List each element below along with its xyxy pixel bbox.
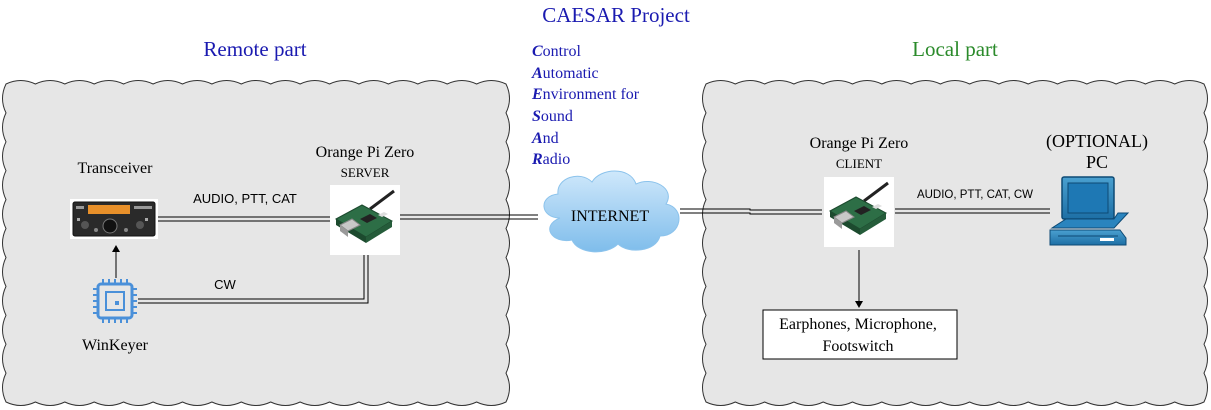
acronym-line: Radio: [531, 151, 570, 168]
server-role-label: SERVER: [341, 165, 390, 180]
local-audio-link-label: AUDIO, PTT, CAT, CW: [917, 189, 1033, 201]
transceiver-icon: [70, 199, 158, 239]
winkeyer-chip-icon: [93, 279, 137, 323]
acronym-block: Control Automatic Environment for Sound …: [531, 43, 640, 168]
link-winkeyer-server: [138, 254, 365, 300]
peripherals-box: [762, 309, 958, 360]
peripherals-line-1: Earphones, Microphone,: [779, 316, 937, 333]
transceiver-label: Transceiver: [78, 160, 154, 177]
client-board-icon: [824, 177, 894, 247]
link-winkeyer-server: [138, 254, 369, 304]
local-part-title: Local part: [912, 37, 998, 61]
pc-icon: [1049, 176, 1130, 246]
server-device-label: Orange Pi Zero: [316, 144, 415, 161]
pc-label: PC: [1086, 152, 1108, 172]
remote-audio-link-label: AUDIO, PTT, CAT: [193, 191, 297, 206]
acronym-line: Sound: [532, 108, 573, 125]
pc-optional-label: (OPTIONAL): [1046, 131, 1148, 152]
acronym-line: Control: [532, 43, 581, 60]
acronym-line: Automatic: [531, 65, 599, 82]
winkeyer-label: WinKeyer: [82, 337, 149, 354]
remote-part-title: Remote part: [203, 37, 306, 61]
link-internet-client: [680, 208, 822, 211]
link-internet-client: [680, 212, 822, 215]
connections: [138, 208, 1050, 304]
diagram-title: CAESAR Project: [542, 3, 690, 27]
client-role-label: CLIENT: [836, 156, 882, 171]
acronym-line: Environment for: [531, 86, 640, 103]
acronym-line: And: [531, 130, 559, 147]
remote-cw-link-label: CW: [214, 277, 236, 292]
peripherals-line-2: Footswitch: [822, 338, 893, 355]
remote-part-cloud: [2, 80, 510, 406]
internet-cloud-icon: [543, 170, 680, 253]
client-device-label: Orange Pi Zero: [810, 135, 909, 152]
server-board-icon: [330, 185, 400, 255]
internet-label: INTERNET: [571, 208, 649, 225]
